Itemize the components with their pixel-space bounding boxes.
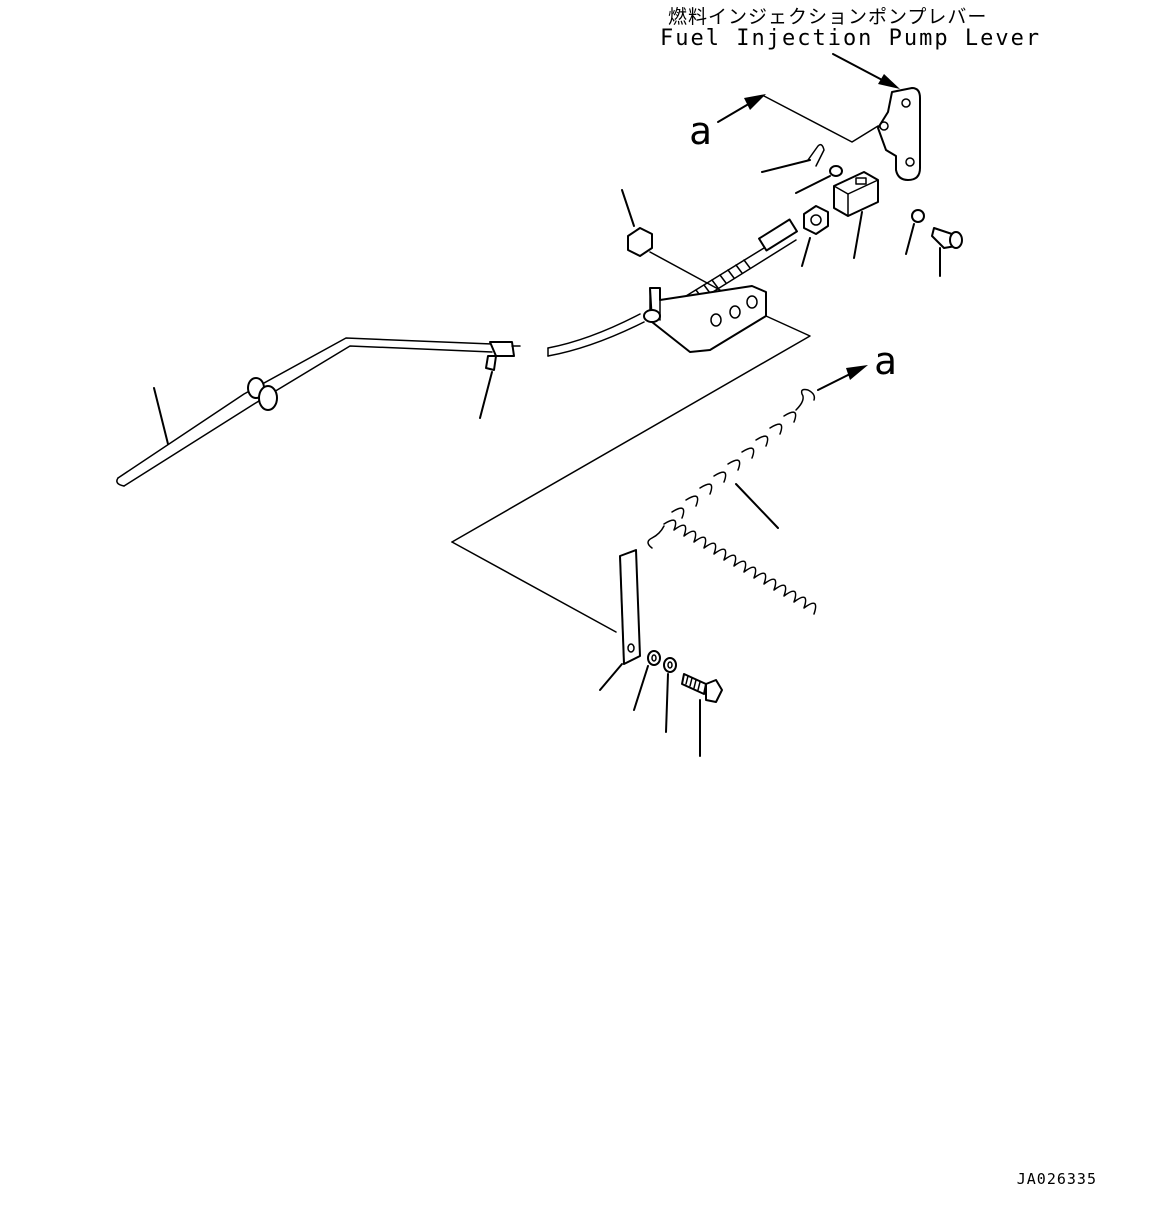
cable-right-segment — [547, 309, 661, 357]
leader-title-arrow — [832, 53, 900, 89]
reference-label-a-top: a — [689, 109, 712, 153]
part-title-japanese: 燃料インジェクションポンプレバー — [668, 6, 988, 28]
pump-lever — [877, 87, 921, 181]
lock-nut-2 — [621, 189, 721, 291]
clevis-joint — [833, 171, 879, 259]
washer-1 — [633, 650, 661, 711]
reference-line-a-top — [717, 94, 879, 143]
control-cable — [116, 337, 493, 487]
washer-2 — [663, 657, 677, 733]
reference-label-a-spring: a — [874, 339, 897, 383]
mounting-bolt — [681, 673, 723, 757]
reference-arrow-a-spring — [817, 365, 868, 391]
cotter-pin — [761, 143, 825, 173]
drawing-id: JA026335 — [1016, 1170, 1097, 1188]
spring-strap — [599, 549, 641, 691]
cable-clamp — [479, 341, 521, 419]
part-title-english: Fuel Injection Pump Lever — [660, 26, 1042, 51]
clevis-pin — [931, 227, 963, 277]
lock-nut-1 — [801, 205, 829, 267]
reference-line-bracket-strap — [451, 541, 617, 633]
washer-right — [905, 209, 925, 255]
cable-bracket — [451, 285, 811, 543]
small-washer — [795, 165, 843, 194]
return-spring — [647, 388, 817, 615]
